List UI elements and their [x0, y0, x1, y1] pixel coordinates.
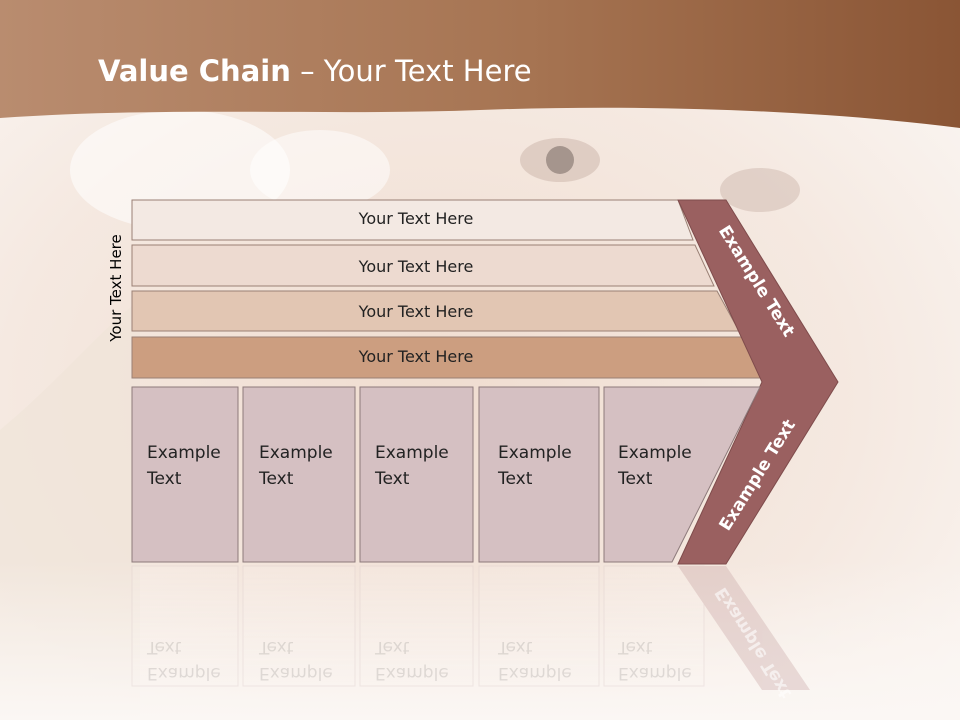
box-reflect-5-line1: Example	[618, 663, 692, 683]
box-reflect-5: Example Text	[618, 634, 692, 686]
chevron-reflect-label: Example Text	[712, 583, 796, 701]
box-1-line2: Text	[147, 469, 182, 489]
box-label-5: Example Text	[618, 440, 692, 492]
row-label-2: Your Text Here	[358, 257, 474, 276]
box-reflect-4-line2: Text	[498, 637, 533, 657]
box-reflect-2-line2: Text	[259, 637, 294, 657]
box-reflect-1-line2: Text	[147, 637, 182, 657]
header-band	[0, 0, 960, 128]
box-4-line1: Example	[498, 443, 572, 463]
box-shape-3	[359, 386, 474, 563]
row-label-1: Your Text Here	[358, 209, 474, 228]
row-shape-1	[131, 199, 694, 241]
reflection-group	[131, 565, 810, 690]
box-shape-4	[478, 386, 600, 563]
box-reflect-4-line1: Example	[498, 663, 572, 683]
box-2-line2: Text	[259, 469, 294, 489]
chevron-shape	[677, 199, 839, 565]
row-label-4: Your Text Here	[358, 347, 474, 366]
box-reflect-2: Example Text	[259, 634, 333, 686]
box-shape-1	[131, 386, 239, 563]
box-2-line1: Example	[259, 443, 333, 463]
title-bold: Value Chain	[98, 54, 291, 88]
box-reflect-1: Example Text	[147, 634, 221, 686]
box-1-line1: Example	[147, 443, 221, 463]
page-title: Value Chain – Your Text Here	[98, 54, 532, 88]
box-reflect-3-line1: Example	[375, 663, 449, 683]
box-reflect-2-line1: Example	[259, 663, 333, 683]
row-shape-2	[131, 244, 715, 287]
title-rest: – Your Text Here	[290, 54, 532, 88]
box-label-1: Example Text	[147, 440, 221, 492]
row-label-3: Your Text Here	[358, 302, 474, 321]
box-4-line2: Text	[498, 469, 533, 489]
box-shape-5	[603, 386, 761, 563]
box-5-line1: Example	[618, 443, 692, 463]
box-reflect-5-line2: Text	[618, 637, 653, 657]
box-reflect-4: Example Text	[498, 634, 572, 686]
box-reflect-1-line1: Example	[147, 663, 221, 683]
box-reflect-3-line2: Text	[375, 637, 410, 657]
box-label-4: Example Text	[498, 440, 572, 492]
box-label-2: Example Text	[259, 440, 333, 492]
box-3-line2: Text	[375, 469, 410, 489]
box-5-line2: Text	[618, 469, 653, 489]
box-shape-2	[242, 386, 356, 563]
box-label-3: Example Text	[375, 440, 449, 492]
box-reflect-3: Example Text	[375, 634, 449, 686]
box-3-line1: Example	[375, 443, 449, 463]
